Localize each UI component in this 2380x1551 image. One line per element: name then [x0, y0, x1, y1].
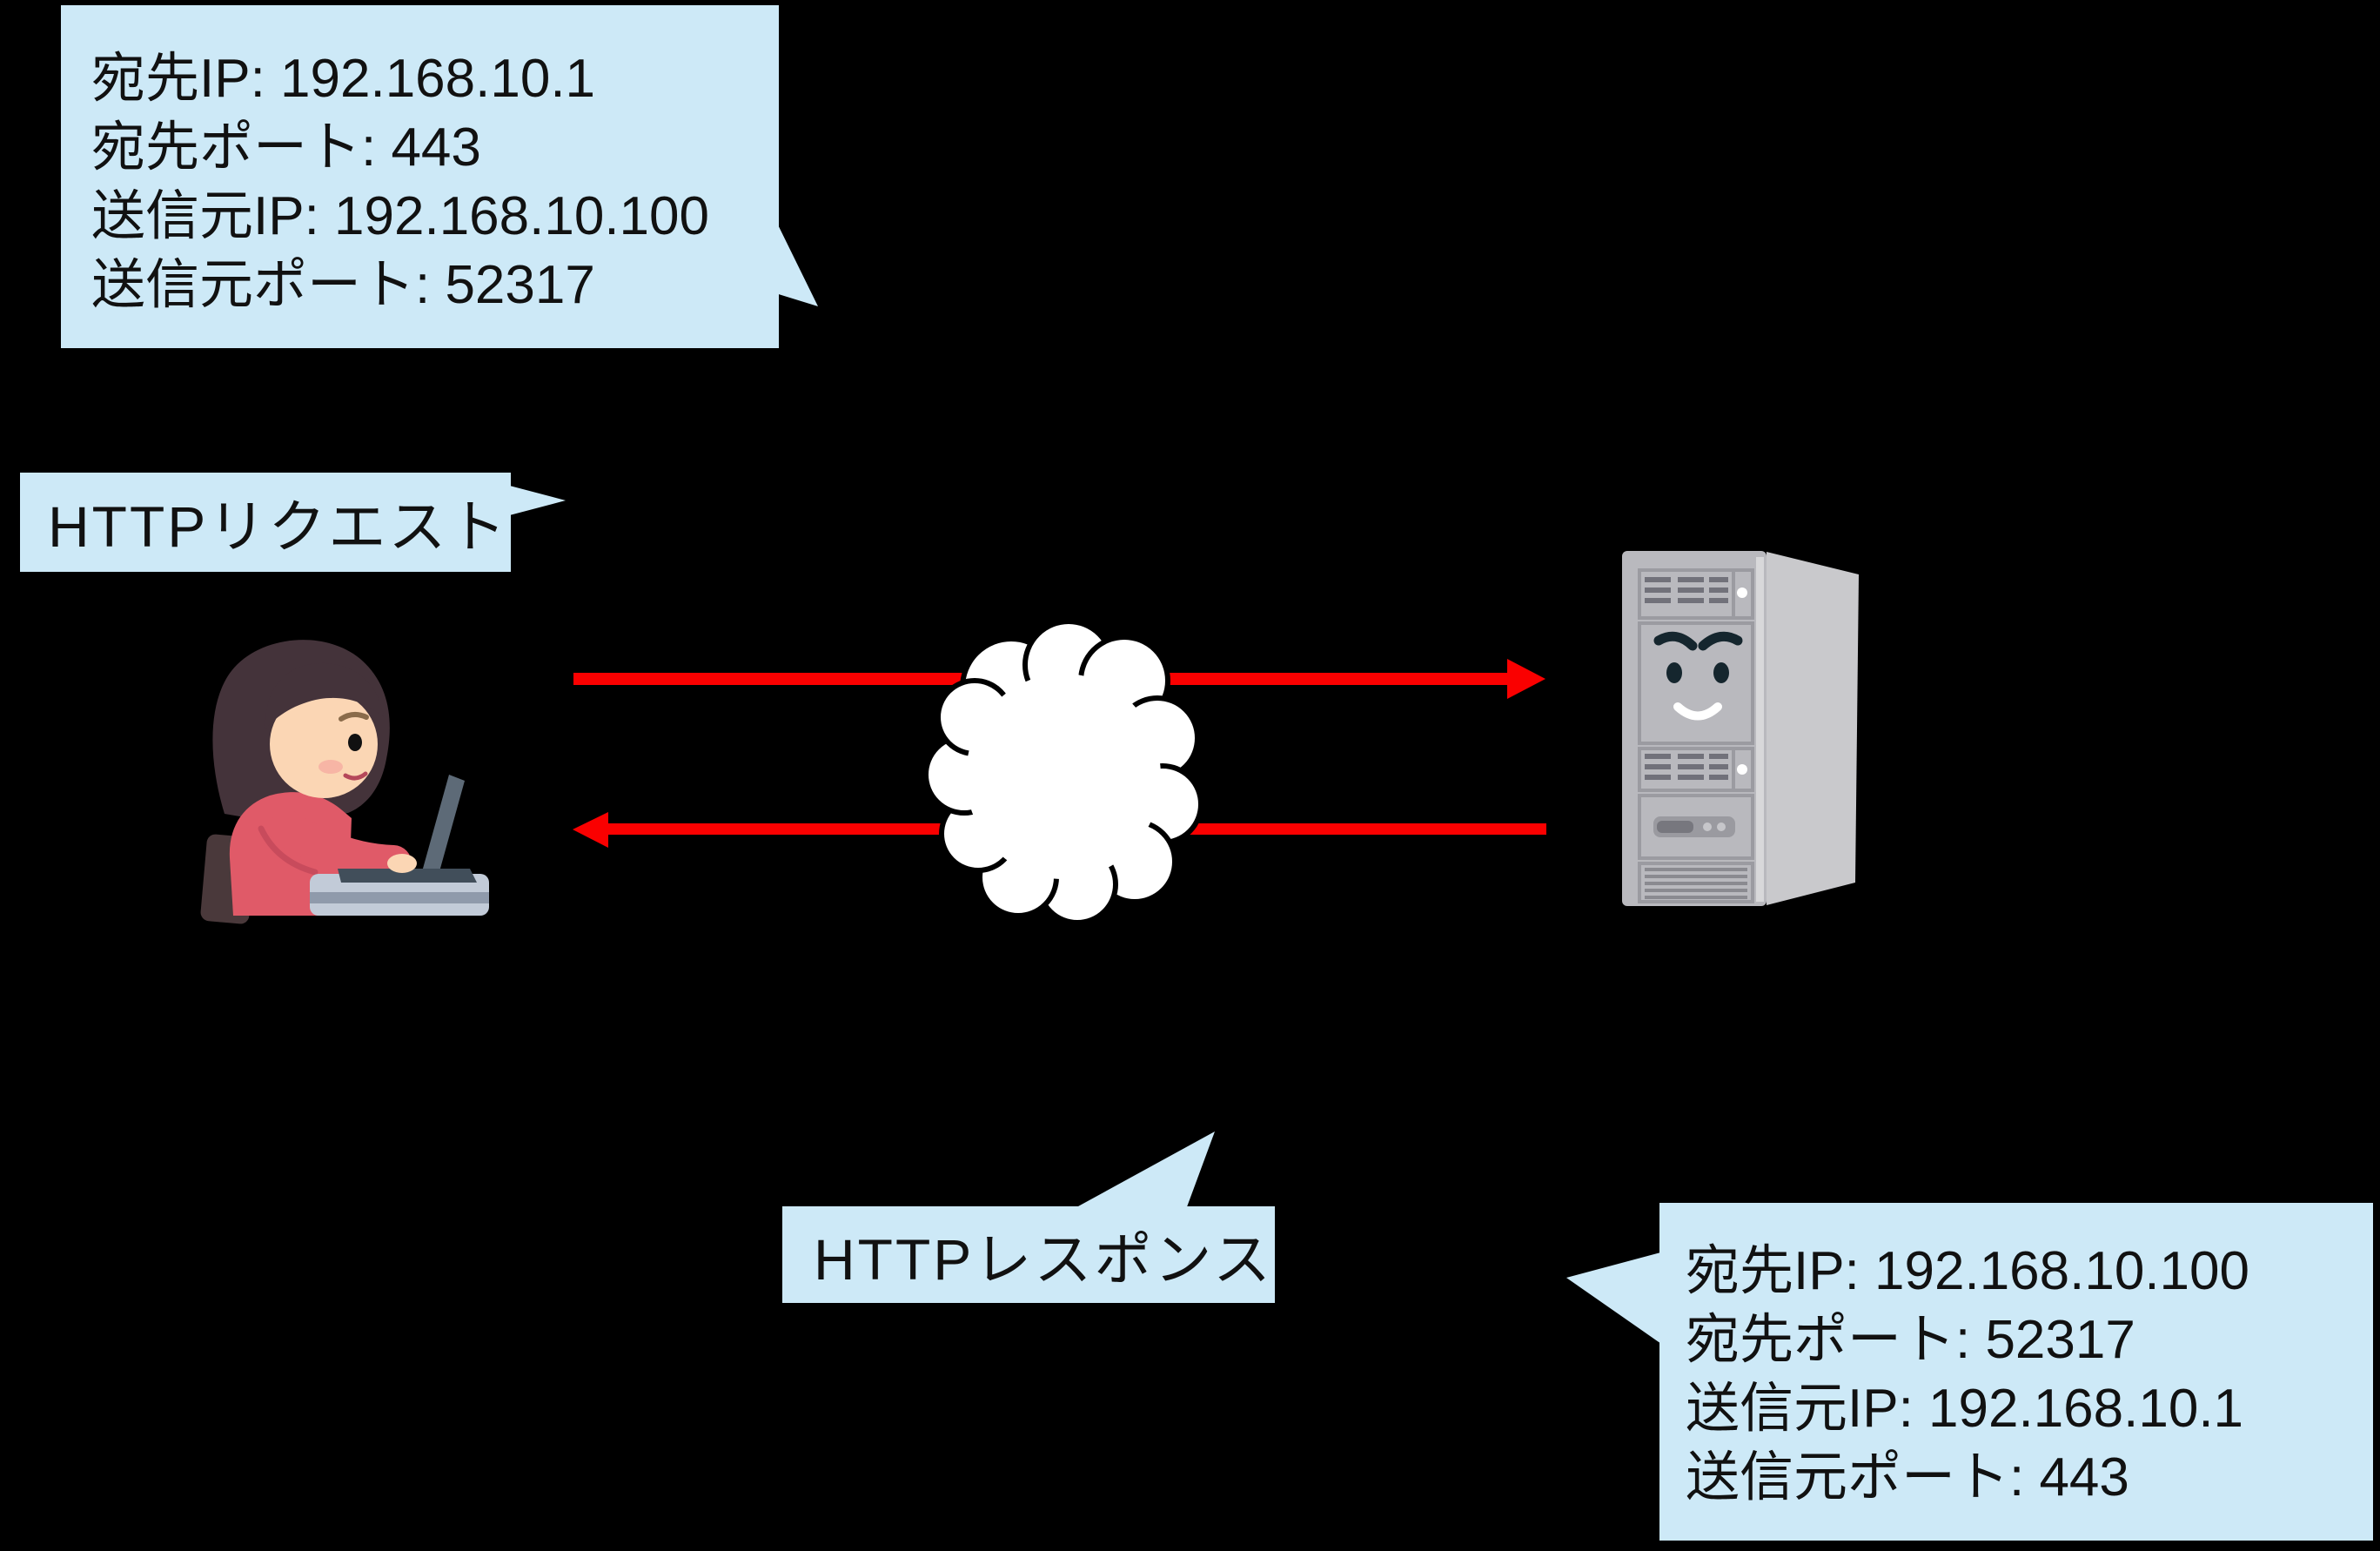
server-face	[1638, 621, 1754, 745]
server-vent-section-top	[1638, 568, 1754, 620]
hand	[387, 854, 417, 873]
server-side-panel	[1767, 552, 1859, 905]
sweater-arm	[269, 810, 412, 882]
packet-dest-port: 宛先ポート: 443	[91, 118, 481, 178]
server-vent-section-bottom	[1638, 862, 1754, 903]
http-response-label-text: HTTPレスポンス	[814, 1226, 1273, 1292]
response-packet-bubble: 宛先IP: 192.168.10.100 宛先ポート: 52317 送信元IP:…	[1659, 1203, 2373, 1541]
server-front-trim	[1756, 557, 1764, 902]
packet-src-port: 送信元ポート: 443	[1686, 1447, 2129, 1507]
desk	[310, 874, 489, 916]
http-response-label-tail	[1069, 1131, 1215, 1212]
laptop-keyboard	[338, 869, 477, 883]
smile	[343, 771, 368, 781]
internet-cloud-icon	[923, 619, 1203, 925]
packet-dest-ip: 宛先IP: 192.168.10.100	[1686, 1241, 2250, 1301]
laptop-screen	[421, 775, 465, 881]
packet-src-port: 送信元ポート: 52317	[91, 255, 595, 315]
server-eye-right	[1713, 662, 1729, 683]
packet-dest-ip: 宛先IP: 192.168.10.1	[91, 49, 596, 109]
request-packet-bubble-tail	[770, 209, 818, 306]
server-vent-section-middle	[1638, 747, 1754, 792]
cheek	[318, 760, 343, 774]
packet-dest-port: 宛先ポート: 52317	[1686, 1310, 2135, 1370]
server-smile	[1673, 702, 1722, 721]
server-led	[1737, 764, 1747, 775]
bangs	[265, 662, 384, 729]
sweater-fold	[258, 825, 318, 876]
http-request-label: HTTPリクエスト	[20, 473, 511, 572]
server-led	[1737, 588, 1747, 598]
server-eyebrow-left	[1653, 631, 1698, 651]
server-eyebrow-right	[1698, 631, 1743, 651]
server-illustration	[1622, 551, 1859, 906]
http-response-label: HTTPレスポンス	[782, 1206, 1275, 1303]
server-drive-bay	[1638, 794, 1754, 860]
request-packet-bubble: 宛先IP: 192.168.10.1 宛先ポート: 443 送信元IP: 192…	[61, 5, 779, 348]
response-packet-bubble-tail	[1566, 1252, 1664, 1346]
server-eye-left	[1666, 662, 1682, 683]
packet-src-ip: 送信元IP: 192.168.10.100	[91, 186, 710, 246]
http-request-label-tail	[503, 484, 566, 517]
eyebrow	[339, 712, 369, 722]
eye	[348, 734, 362, 751]
packet-src-ip: 送信元IP: 192.168.10.1	[1686, 1379, 2244, 1439]
laptop	[338, 775, 477, 883]
http-request-label-text: HTTPリクエスト	[48, 494, 509, 559]
client-user-illustration	[200, 640, 489, 924]
